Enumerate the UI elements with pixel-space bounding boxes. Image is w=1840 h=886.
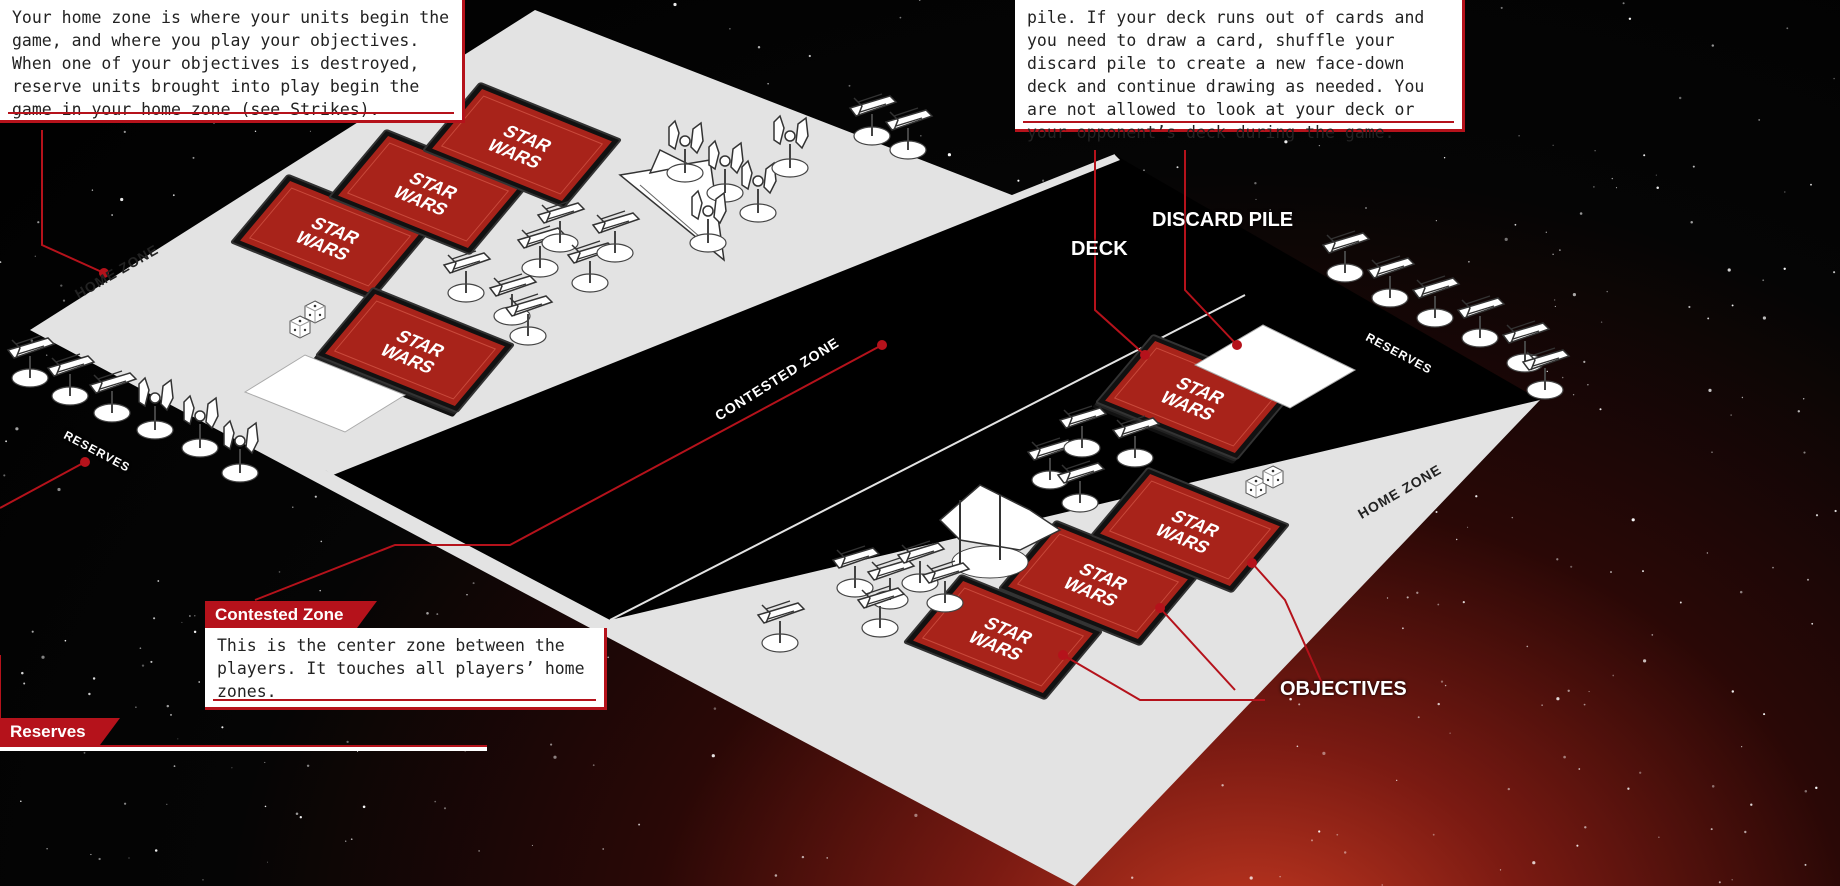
contested-zone-callout: This is the center zone between the play… [205,628,607,710]
contested-zone-callout-text: This is the center zone between the play… [217,634,592,703]
home-zone-callout-text: Your home zone is where your units begin… [12,6,450,121]
deck-label: DECKSTARWARS [1071,238,1128,261]
deck-callout: pile. If your deck runs out of cards and… [1015,0,1465,132]
deck-callout-text: pile. If your deck runs out of cards and… [1027,6,1450,144]
home-zone-callout: Your home zone is where your units begin… [0,0,465,123]
reserves-callout-title: Reserves [0,718,100,745]
reserves-callout-edge [0,745,487,751]
objectives-label: OBJECTIVES [1280,678,1407,701]
discard-pile-label: DISCARD PILE [1152,209,1293,232]
contested-zone-callout-title: Contested Zone [205,601,357,628]
